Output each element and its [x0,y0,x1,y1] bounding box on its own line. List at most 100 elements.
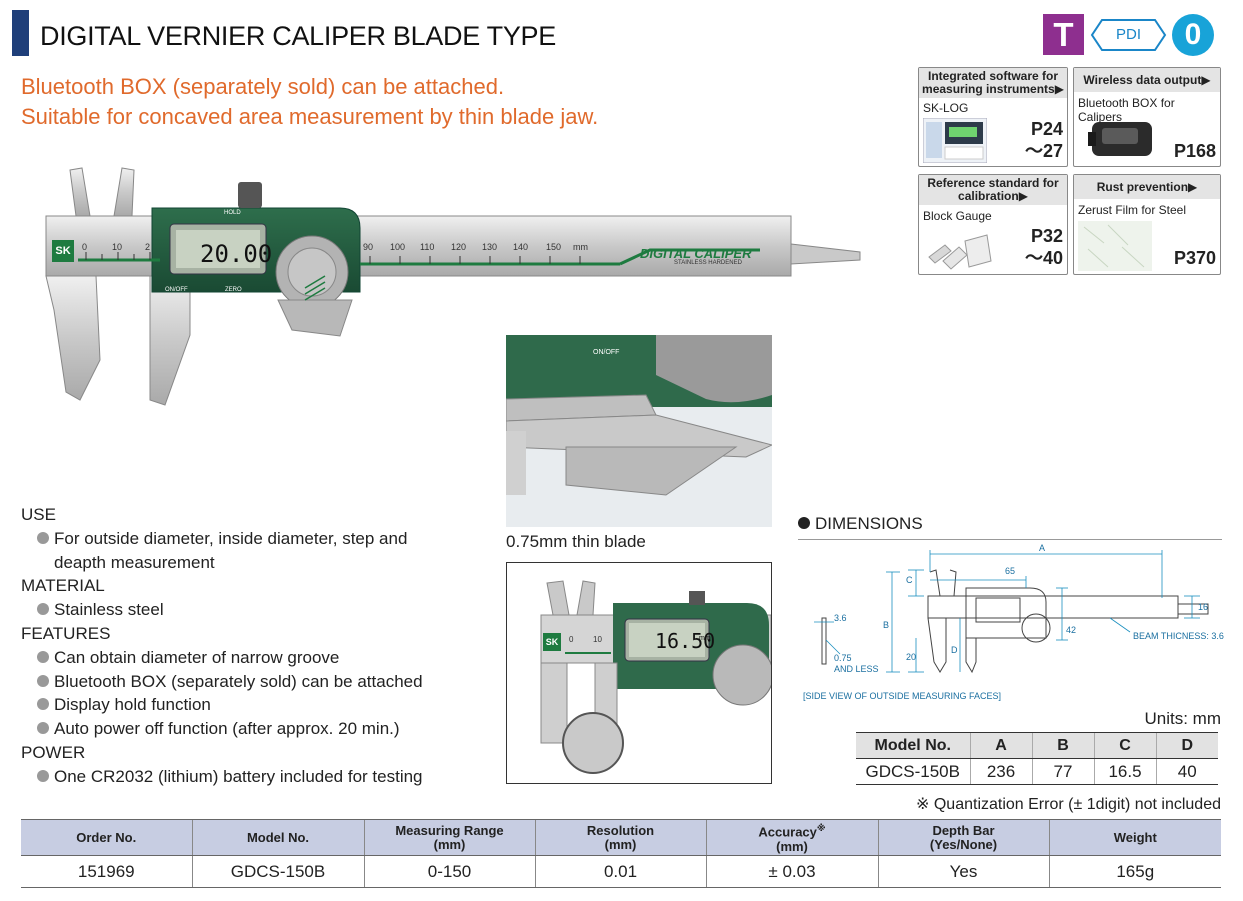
onoff-label: ON/OFF [165,287,188,293]
dim-label-0-75: 0.75 [834,653,852,663]
bullet-icon [37,651,49,663]
page-title: DIGITAL VERNIER CALIPER BLADE TYPE [40,21,556,51]
ref-page: P168 [1173,141,1216,161]
table-header: Weight [1048,819,1221,856]
ref-heading: Rust prevention▶ [1074,175,1220,199]
table-cell: GDCS-150B [856,758,970,785]
bullet-icon [37,603,49,615]
bullet-icon [798,517,810,529]
bullet-icon [37,722,49,734]
display-unit: mm [699,635,711,642]
t-badge-icon: T [1043,14,1084,55]
ref-box-block-gauge[interactable]: Reference standard for calibration▶ Bloc… [918,174,1068,275]
quantization-note: ※ Quantization Error (± 1digit) not incl… [916,796,1221,813]
table-header: B [1031,732,1094,759]
table-cell: ± 0.03 [705,855,878,888]
feature-item: Can obtain diameter of narrow groove [37,648,339,668]
caliper-illustration [45,167,861,406]
title-accent-bar [12,10,29,56]
table-header: Order No. [21,819,192,856]
dim-label-c: C [906,575,913,585]
zero-label: ZERO [225,287,242,293]
groove-measurement-photo: SK 0 10 16.50 mm [506,562,772,784]
side-view-label: [SIDE VIEW OF OUTSIDE MEASURING FACES] [803,691,1002,701]
table-header: Depth Bar(Yes/None) [877,819,1049,856]
dim-label-65: 65 [1005,566,1016,576]
scale-label: 0 [82,242,88,252]
use-item: For outside diameter, inside diameter, s… [37,529,407,549]
use-heading: USE [21,505,56,524]
divider [798,539,1222,540]
dimension-drawing [814,550,1209,674]
sk-logo-icon: SK [55,245,71,257]
ref-box-bluetooth[interactable]: Wireless data output▶ Bluetooth BOX for … [1073,67,1221,167]
table-header: Resolution(mm) [534,819,706,856]
features-heading: FEATURES [21,624,111,643]
material-heading: MATERIAL [21,576,105,595]
scale-label: 130 [482,242,498,252]
photo-caption: 0.75mm thin blade [506,532,646,551]
scale-label: 110 [420,242,435,252]
table-cell: 165g [1048,855,1221,888]
bullet-icon [37,698,49,710]
caliper-brand: DIGITAL CALIPER [640,246,752,261]
software-screenshot-icon [923,118,987,163]
dim-label-16: 16 [1198,602,1209,612]
dim-label-3-6: 3.6 [834,613,847,623]
scale-label: 120 [451,242,467,252]
block-gauge-icon [928,234,992,270]
ref-heading: Reference standard for calibration▶ [919,175,1067,205]
table-header: A [969,732,1032,759]
ref-box-sklog[interactable]: Integrated software for measuring instru… [918,67,1068,167]
feature-item: Bluetooth BOX (separately sold) can be a… [37,672,423,692]
table-header: Measuring Range(mm) [363,819,535,856]
scale-label: 150 [546,242,562,252]
scale-label: 0 [569,635,574,644]
dim-label-b: B [883,620,890,630]
table-header: Model No. [856,732,970,759]
table-row: GDCS-150B 236 77 16.5 40 [856,758,1218,785]
and-less-label: AND LESS [834,664,879,674]
subtitle-line-2: Suitable for concaved area measurement b… [21,104,599,129]
table-row: 151969 GDCS-150B 0-150 0.01 ± 0.03 Yes 1… [21,855,1221,888]
bullet-icon [37,770,49,782]
table-header: D [1155,732,1218,759]
subtitle-line-1: Bluetooth BOX (separately sold) can be a… [21,74,505,99]
dim-label-d: D [951,645,958,655]
ref-label: Bluetooth BOX for Calipers [1078,96,1175,124]
dimensions-heading: DIMENSIONS [798,514,923,534]
feature-item: Auto power off function (after approx. 2… [37,719,400,739]
bluetooth-box-icon [1088,122,1152,156]
order-table: Order No. Model No. Measuring Range(mm) … [21,819,1221,888]
units-label: Units: mm [1144,709,1222,728]
ref-page: P24 〜27 [1024,119,1063,161]
display-value: 16.50 [655,629,716,653]
scale-label: 2 [145,242,151,252]
ref-label: Zerust Film for Steel [1078,203,1187,217]
use-item-continued: deapth measurement [54,553,215,572]
feature-item: Display hold function [37,695,211,715]
scale-label: 100 [390,242,406,252]
ref-heading: Integrated software for measuring instru… [919,68,1067,98]
power-item: One CR2032 (lithium) battery included fo… [37,767,423,787]
model-dimensions-table: Model No. A B C D GDCS-150B 236 77 16.5 … [856,732,1218,785]
table-cell: 0-150 [363,855,535,888]
zero-badge-icon: 0 [1172,14,1214,56]
table-cell: 40 [1155,758,1218,785]
table-cell: 151969 [21,855,192,888]
table-cell: 16.5 [1093,758,1156,785]
dim-label-42: 42 [1066,625,1077,635]
power-heading: POWER [21,743,86,762]
ref-label: SK-LOG [923,101,969,115]
ref-label: Block Gauge [923,209,992,223]
table-cell: 77 [1031,758,1094,785]
table-cell: Yes [877,855,1049,888]
ref-heading: Wireless data output▶ [1074,68,1220,92]
scale-unit: mm [573,242,588,252]
ref-box-zerust[interactable]: Rust prevention▶ Zerust Film for Steel P… [1073,174,1221,275]
scale-label: 10 [112,242,123,252]
caliper-brand-sub: STAINLESS HARDENED [674,260,742,266]
dim-label-a: A [1039,543,1046,553]
table-header: Model No. [191,819,364,856]
scale-label: 140 [513,242,529,252]
